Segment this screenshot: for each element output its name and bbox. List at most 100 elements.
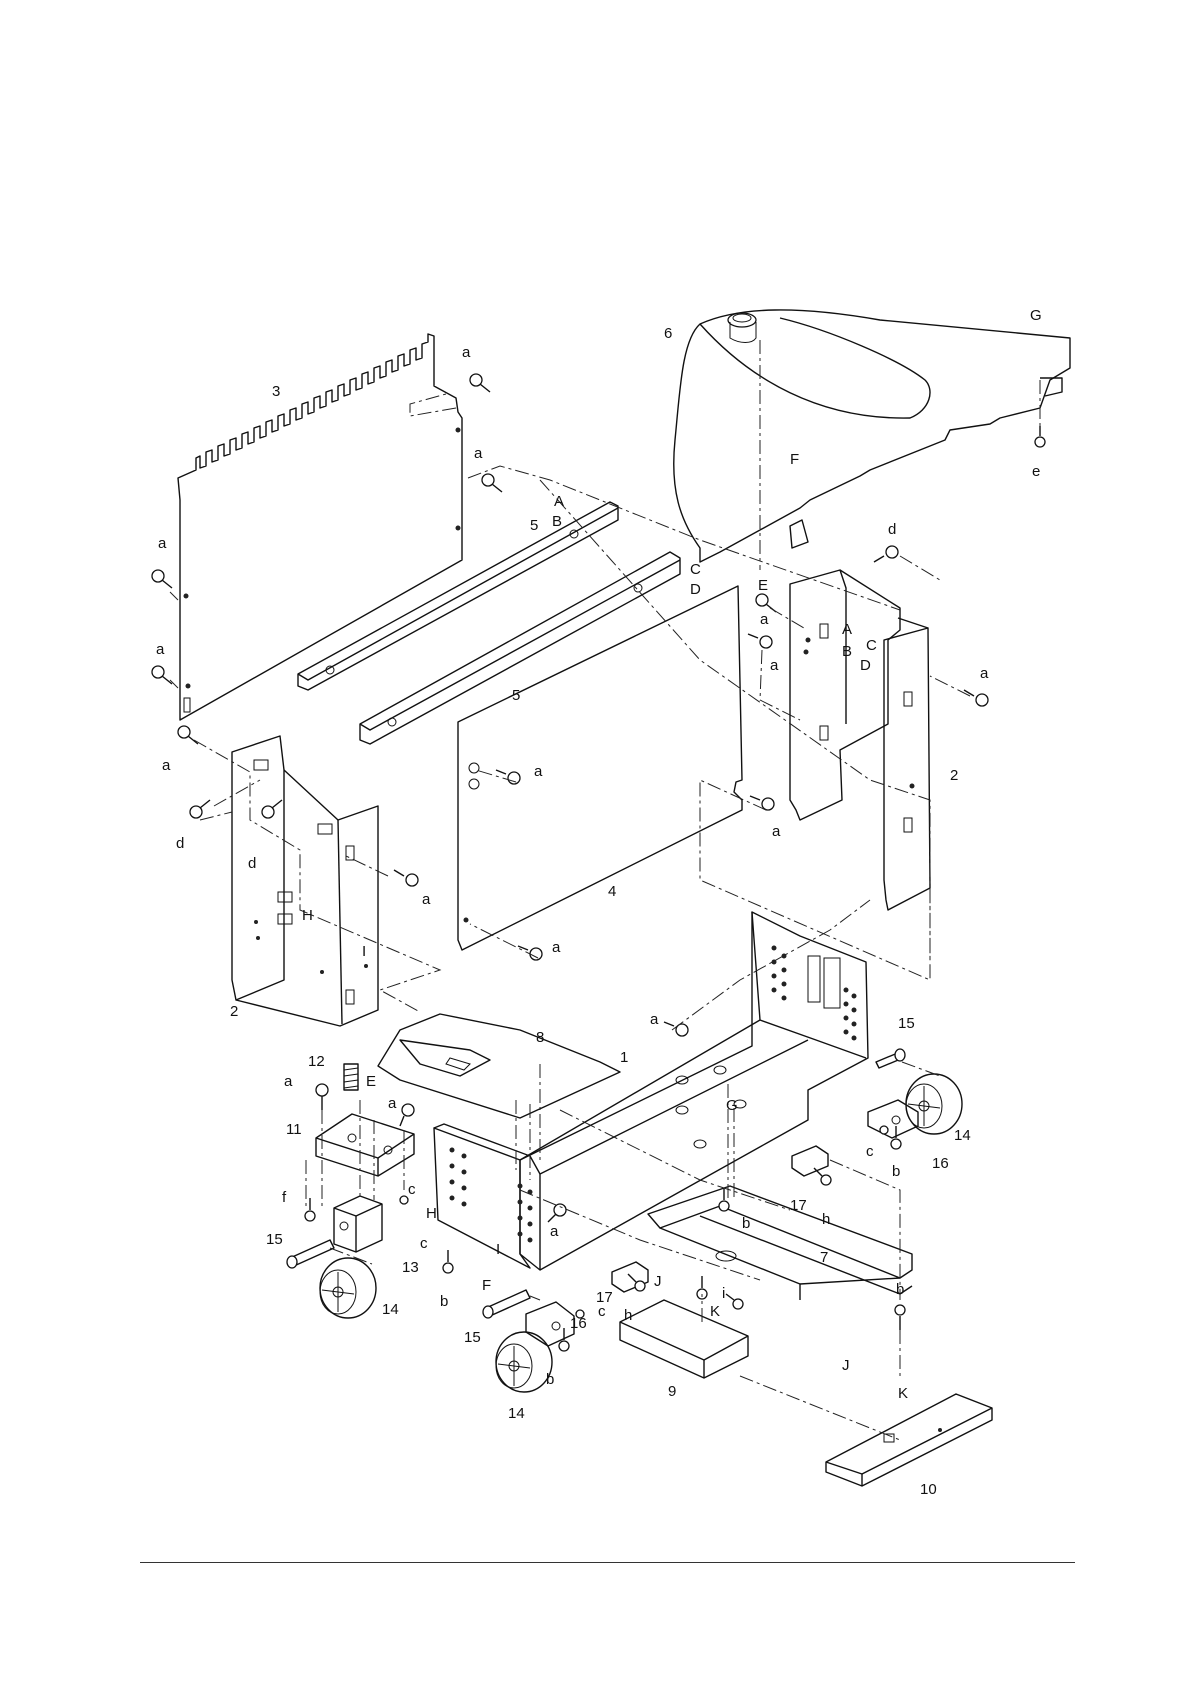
label-f: f xyxy=(282,1189,287,1206)
label-H: H xyxy=(302,907,313,924)
part-8-top-plate xyxy=(378,1014,620,1118)
label-d: d xyxy=(248,855,256,872)
label-5: 5 xyxy=(512,687,520,704)
label-6: 6 xyxy=(664,325,672,342)
part-10-end-bracket xyxy=(826,1394,992,1486)
label-c: c xyxy=(866,1143,874,1160)
label-a: a xyxy=(552,939,561,956)
label-B: B xyxy=(552,513,562,530)
part-2-left-side-frame xyxy=(232,736,378,1026)
label-15: 15 xyxy=(266,1231,283,1248)
label-d: d xyxy=(888,521,896,538)
label-9: 9 xyxy=(668,1383,676,1400)
label-F: F xyxy=(482,1277,491,1294)
label-c: c xyxy=(420,1235,428,1252)
label-C: C xyxy=(866,637,877,654)
label-b: b xyxy=(896,1281,904,1298)
label-a: a xyxy=(158,535,167,552)
label-C: C xyxy=(690,561,701,578)
part-11-bracket xyxy=(316,1114,414,1176)
wheel-right xyxy=(906,1074,962,1134)
label-A: A xyxy=(554,493,564,510)
label-b: b xyxy=(546,1371,554,1388)
label-a: a xyxy=(388,1095,397,1112)
label-14: 14 xyxy=(954,1127,971,1144)
label-4: 4 xyxy=(608,883,616,900)
label-11: 11 xyxy=(286,1121,302,1138)
label-J: J xyxy=(654,1273,662,1290)
label-h: h xyxy=(822,1211,830,1228)
label-G: G xyxy=(726,1097,738,1114)
label-e: e xyxy=(1032,463,1040,480)
label-F: F xyxy=(790,451,799,468)
label-H: H xyxy=(426,1205,437,1222)
label-B: B xyxy=(842,643,852,660)
label-I: I xyxy=(496,1241,500,1258)
label-d: d xyxy=(176,835,184,852)
part-2-right-side-frame xyxy=(790,570,930,910)
label-2: 2 xyxy=(230,1003,238,1020)
wheel-center xyxy=(496,1332,552,1392)
label-a: a xyxy=(284,1073,293,1090)
part-4-center-panel xyxy=(458,586,742,950)
label-D: D xyxy=(860,657,871,674)
part-6-top-cover xyxy=(674,310,1070,562)
label-a: a xyxy=(422,891,431,908)
label-14: 14 xyxy=(508,1405,525,1422)
label-b: b xyxy=(892,1163,900,1180)
label-c: c xyxy=(408,1181,416,1198)
label-15: 15 xyxy=(464,1329,481,1346)
label-i: i xyxy=(722,1285,725,1302)
label-a: a xyxy=(760,611,769,628)
part-15-axle-pins xyxy=(287,1049,905,1318)
label-a: a xyxy=(156,641,165,658)
label-12: 12 xyxy=(308,1053,325,1070)
label-3: 3 xyxy=(272,383,280,400)
label-K: K xyxy=(898,1385,908,1402)
part-14-wheels xyxy=(320,1074,962,1392)
label-15: 15 xyxy=(898,1015,915,1032)
label-E: E xyxy=(366,1073,376,1090)
label-b: b xyxy=(440,1293,448,1310)
wheel-left xyxy=(320,1258,376,1318)
label-5: 5 xyxy=(530,517,538,534)
label-a: a xyxy=(550,1223,559,1240)
label-E: E xyxy=(758,577,768,594)
part-1-base-frame xyxy=(434,912,868,1270)
part-17-latches xyxy=(612,1146,828,1292)
label-a: a xyxy=(772,823,781,840)
label-D: D xyxy=(690,581,701,598)
part-7-long-rail xyxy=(648,1186,912,1300)
label-G: G xyxy=(1030,307,1042,324)
part-9-tray xyxy=(620,1300,748,1378)
label-K: K xyxy=(710,1303,720,1320)
label-14: 14 xyxy=(382,1301,399,1318)
label-I: I xyxy=(362,943,366,960)
label-a: a xyxy=(650,1011,659,1028)
label-b: b xyxy=(742,1215,750,1232)
label-17: 17 xyxy=(790,1197,807,1214)
label-A: A xyxy=(842,621,852,638)
label-1: 1 xyxy=(620,1049,628,1066)
label-16: 16 xyxy=(932,1155,949,1172)
label-13: 13 xyxy=(402,1259,419,1276)
label-10: 10 xyxy=(920,1481,937,1498)
label-J: J xyxy=(842,1357,850,1374)
part-13-caster-block xyxy=(334,1196,382,1252)
label-16: 16 xyxy=(570,1315,587,1332)
label-a: a xyxy=(474,445,483,462)
label-a: a xyxy=(162,757,171,774)
label-a: a xyxy=(770,657,779,674)
part-16-caster-brackets xyxy=(526,1100,918,1346)
label-a: a xyxy=(462,344,471,361)
label-7: 7 xyxy=(820,1249,828,1266)
label-a: a xyxy=(534,763,543,780)
footer-divider xyxy=(140,1562,1075,1563)
label-8: 8 xyxy=(536,1029,544,1046)
part-12-spring xyxy=(344,1064,358,1090)
label-2: 2 xyxy=(950,767,958,784)
label-a: a xyxy=(980,665,989,682)
label-c: c xyxy=(598,1303,606,1320)
label-h: h xyxy=(624,1307,632,1324)
